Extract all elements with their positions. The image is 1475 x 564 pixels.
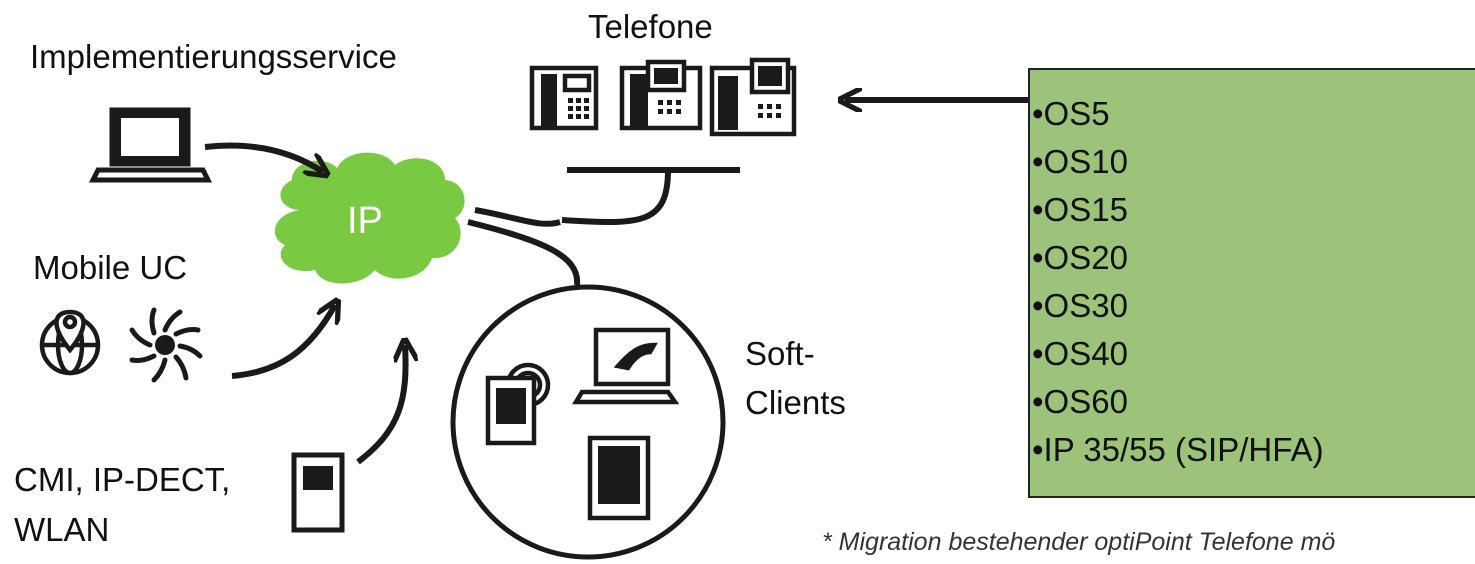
os-list-item: •OS40 bbox=[1032, 335, 1128, 372]
mobile-with-waves-icon bbox=[485, 362, 551, 446]
arrow-cmi bbox=[356, 345, 406, 465]
telefone-label: Telefone bbox=[588, 8, 713, 45]
ip-label: IP bbox=[347, 200, 383, 242]
location-globe-icon bbox=[39, 309, 101, 376]
phones-connector bbox=[561, 167, 740, 226]
os-list-box bbox=[1028, 68, 1475, 498]
os-list-item: •OS5 bbox=[1032, 95, 1110, 132]
cmi-label-line1: CMI, IP-DECT, bbox=[14, 461, 231, 498]
tablet-icon bbox=[587, 435, 651, 521]
os-list-item: •OS30 bbox=[1032, 287, 1128, 324]
footnote: * Migration bestehender optiPoint Telefo… bbox=[822, 528, 1336, 556]
arrow-mobile-uc bbox=[231, 305, 335, 379]
laptop-icon bbox=[88, 107, 213, 183]
os-list-item: •IP 35/55 (SIP/HFA) bbox=[1032, 431, 1324, 468]
os-list-item: •OS15 bbox=[1032, 191, 1128, 228]
desk-phone-icon bbox=[529, 57, 797, 137]
ip-to-phones-line bbox=[474, 207, 561, 227]
soft-clients-label-line2: Clients bbox=[745, 384, 846, 421]
cmi-label-line2: WLAN bbox=[14, 511, 110, 548]
os-list: •OS5 •OS10 •OS15 •OS20 •OS30 •OS40 •OS60 •IP 35… bbox=[1032, 90, 1324, 474]
mobile-phone-icon bbox=[291, 452, 345, 533]
mobile-uc-label: Mobile UC bbox=[33, 249, 188, 286]
os-list-item: •OS20 bbox=[1032, 239, 1128, 276]
ip-to-softclients-line bbox=[467, 219, 581, 286]
implementierungsservice-label: Implementierungsservice bbox=[30, 38, 397, 75]
ip-cloud bbox=[274, 152, 465, 284]
spiral-icon bbox=[129, 307, 203, 383]
soft-clients-label-line1: Soft- bbox=[745, 335, 815, 372]
os-list-item: •OS10 bbox=[1032, 143, 1128, 180]
arrow-implementierung bbox=[204, 142, 323, 172]
laptop-phone-icon bbox=[572, 327, 680, 405]
os-list-item: •OS60 bbox=[1032, 383, 1128, 420]
